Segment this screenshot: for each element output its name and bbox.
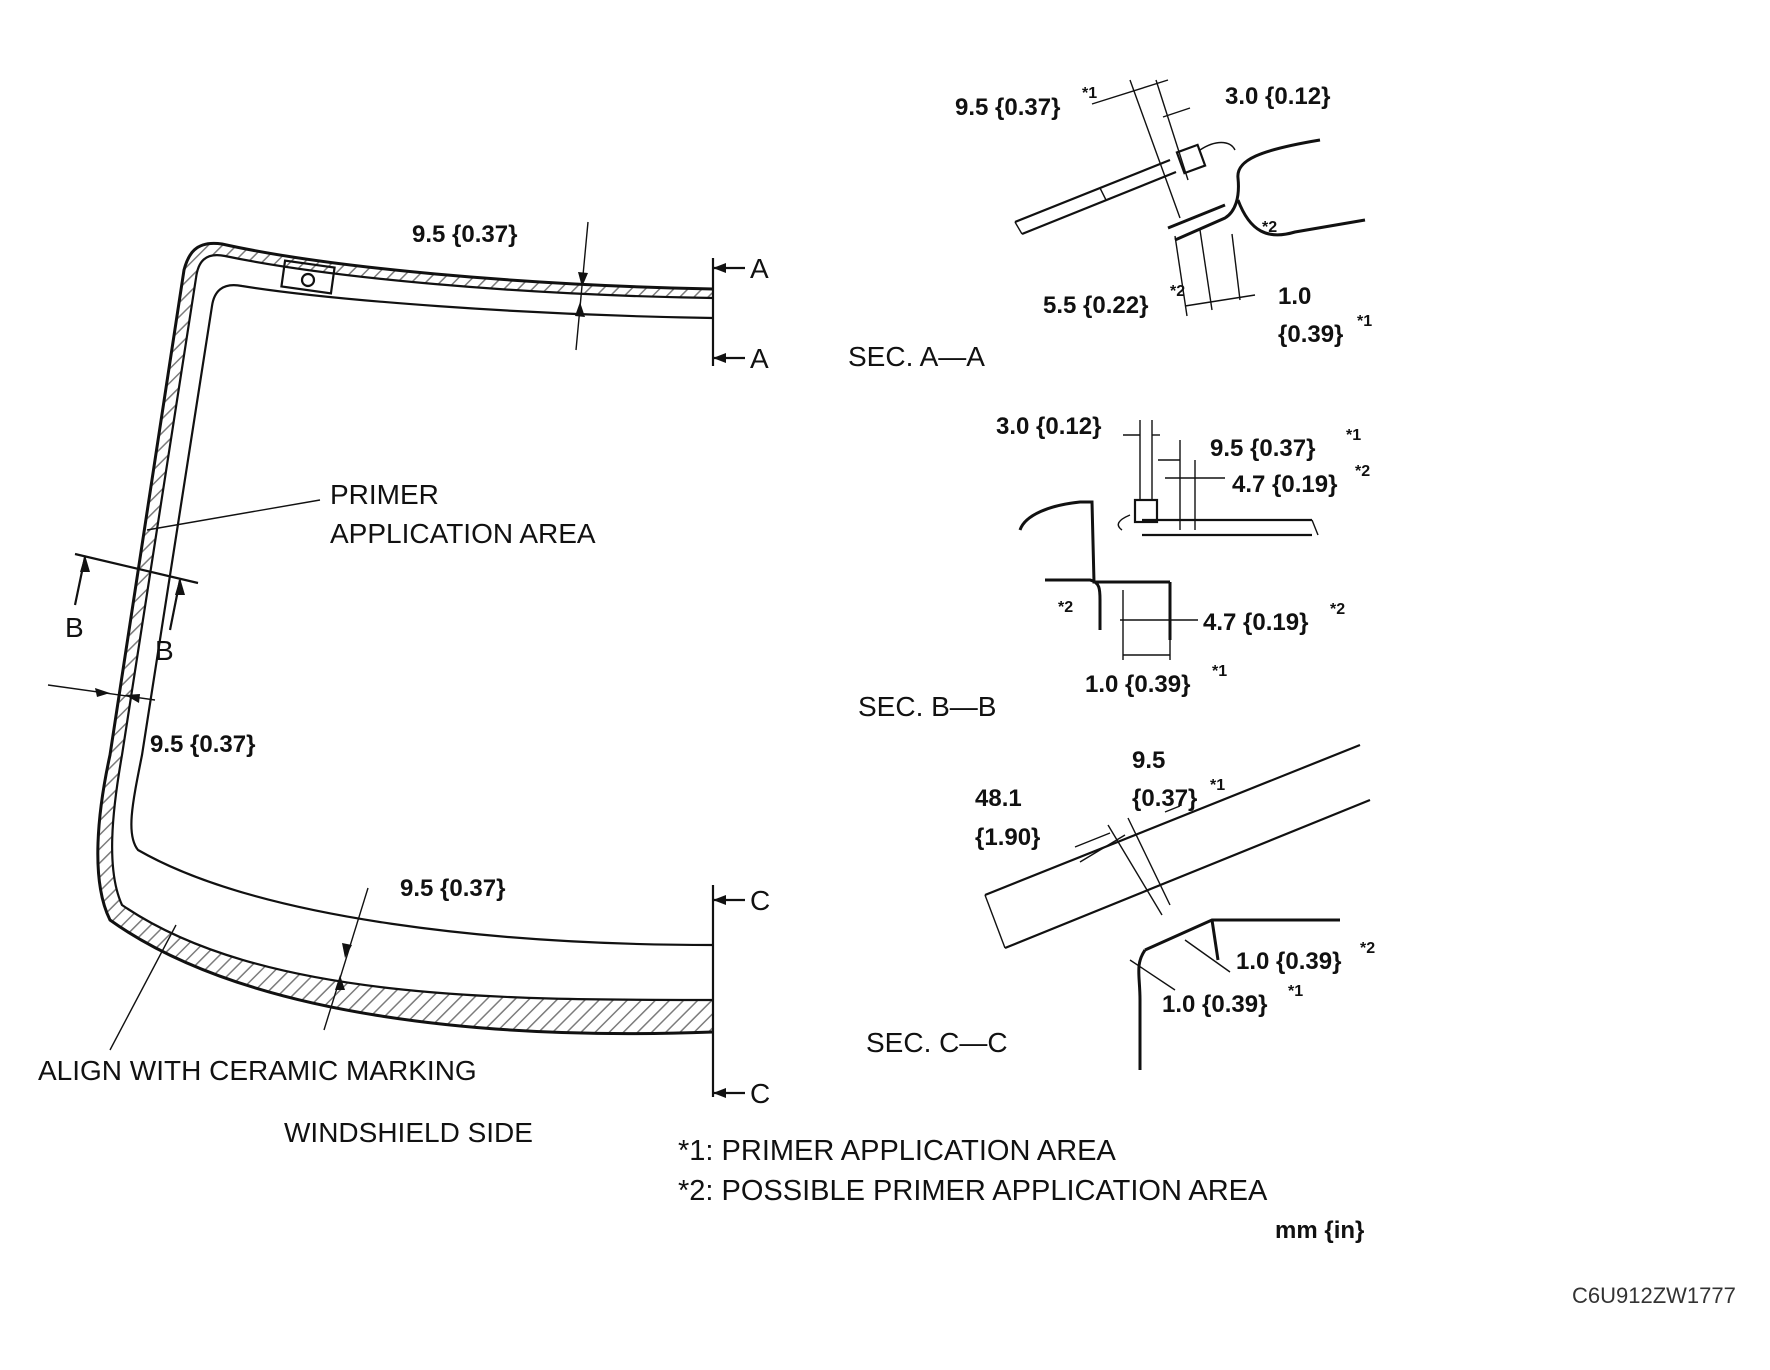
section-c-label-bottom: C [750,1078,770,1109]
main-dimensions: 9.5 {0.37} 9.5 {0.37} 9.5 {0.37} [47,221,589,1031]
bb-mark: *2 [1058,599,1073,616]
bb-dim-4: 4.7 {0.19} [1203,609,1308,636]
bb-title: SEC. B—B [858,691,996,722]
cc-dim-3: 1.0 {0.39} [1236,948,1341,975]
bb-dim-3-sup: *2 [1355,463,1370,480]
section-markers: A A C C B B [65,253,770,1109]
aa-dim-4-line2: {0.39} [1278,321,1343,348]
cc-dim-1-line2: {0.37} [1132,785,1197,812]
figure-code: C6U912ZW1777 [1572,1283,1736,1308]
section-a-label-bottom: A [750,343,769,374]
aa-dim-2: 3.0 {0.12} [1225,83,1330,110]
section-bb: 3.0 {0.12} 9.5 {0.37} *1 4.7 {0.19} *2 4… [858,413,1370,722]
cc-title: SEC. C—C [866,1027,1008,1058]
bb-dim-5: 1.0 {0.39} [1085,671,1190,698]
cc-dim-4-sup: *1 [1288,983,1303,1000]
bb-dim-3: 4.7 {0.19} [1232,471,1337,498]
bb-dim-5-sup: *1 [1212,663,1227,680]
section-b-label-left: B [65,612,84,643]
mirror-bracket [280,259,336,295]
aa-dim-1: 9.5 {0.37} [955,94,1060,121]
section-aa: 9.5 {0.37} *1 3.0 {0.12} 5.5 {0.22} *2 1… [848,79,1372,372]
aa-mark: *2 [1262,219,1277,236]
section-a-label-top: A [750,253,769,284]
dim-side-label: 9.5 {0.37} [150,731,255,758]
primer-band [97,243,713,1034]
cc-dim-2-line1: 48.1 [975,785,1022,812]
bb-dim-4-sup: *2 [1330,601,1345,618]
aa-dim-4-sup: *1 [1357,313,1372,330]
cc-dim-2-line2: {1.90} [975,824,1040,851]
bb-dim-1: 3.0 {0.12} [996,413,1101,440]
bb-dim-2-sup: *1 [1346,427,1361,444]
primer-area-label-line2: APPLICATION AREA [330,518,596,549]
ceramic-marking-label: ALIGN WITH CERAMIC MARKING [38,1055,477,1086]
aa-dim-1-sup: *1 [1082,85,1097,102]
section-b-label-right: B [155,635,174,666]
legend: *1: PRIMER APPLICATION AREA *2: POSSIBLE… [678,1135,1364,1244]
aa-dim-3: 5.5 {0.22} [1043,292,1148,319]
dim-bottom-label: 9.5 {0.37} [400,875,505,902]
aa-title: SEC. A—A [848,341,985,372]
windshield-outline [96,241,714,1036]
cc-dim-3-sup: *2 [1360,940,1375,957]
section-c-label-top: C [750,885,770,916]
bb-dim-2: 9.5 {0.37} [1210,435,1315,462]
dim-top-label: 9.5 {0.37} [412,221,517,248]
aa-dim-3-sup: *2 [1170,283,1185,300]
legend-note-2: *2: POSSIBLE PRIMER APPLICATION AREA [678,1175,1268,1207]
cc-dim-1-line1: 9.5 [1132,747,1165,774]
cc-dim-1-sup: *1 [1210,777,1225,794]
main-labels: PRIMER APPLICATION AREA ALIGN WITH CERAM… [38,479,596,1148]
aa-dim-4-line1: 1.0 [1278,283,1311,310]
legend-note-1: *1: PRIMER APPLICATION AREA [678,1135,1116,1167]
primer-area-label-line1: PRIMER [330,479,439,510]
cc-dim-4: 1.0 {0.39} [1162,991,1267,1018]
windshield-side-label: WINDSHIELD SIDE [284,1117,533,1148]
section-cc: 9.5 {0.37} *1 48.1 {1.90} 1.0 {0.39} *2 … [866,743,1375,1070]
legend-units: mm {in} [1275,1217,1364,1244]
